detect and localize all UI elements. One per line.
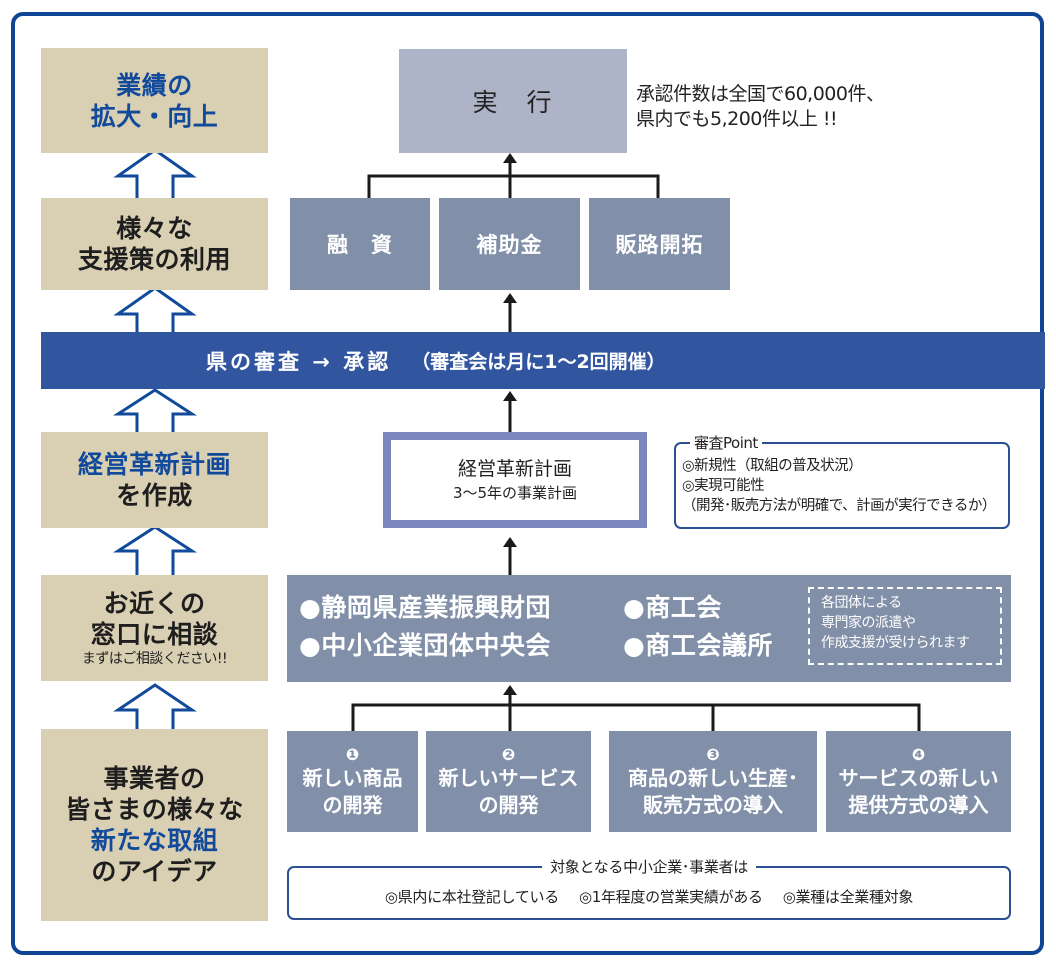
idea-new-production-method: ❸ 商品の新しい生産･ 販売方式の導入 xyxy=(609,731,817,832)
support-subsidy: 補助金 xyxy=(439,198,580,290)
hollow-up-arrow-icon xyxy=(112,525,198,575)
step-line: 様々な xyxy=(116,214,193,243)
number-badge-icon: ❷ xyxy=(501,744,516,764)
note-line: 作成支援が受けられます xyxy=(821,635,970,651)
step-use-support: 様々な 支援策の利用 xyxy=(41,198,268,290)
idea-line: 新しいサービス xyxy=(438,765,579,790)
arrow-head-icon xyxy=(503,153,517,163)
eligibility-condition: ◎県内に本社登記している xyxy=(384,887,559,906)
org-support-note: 各団体による 専門家の派遣や 作成支援が受けられます xyxy=(808,587,1002,665)
number-badge-icon: ❶ xyxy=(345,744,360,764)
org-to-plan-arrow xyxy=(503,537,517,575)
outer-frame xyxy=(11,12,1044,955)
consultation-organizations: ●静岡県産業振興財団 ●中小企業団体中央会 ●商工会 ●商工会議所 各団体による… xyxy=(287,575,1011,682)
review-point-item: ◎実現可能性 xyxy=(682,478,765,494)
idea-line: 商品の新しい生産･ xyxy=(628,765,798,790)
hollow-up-arrow-icon xyxy=(112,388,198,432)
execution-box: 実 行 xyxy=(399,49,627,153)
step-note: まずはご相談ください!! xyxy=(81,651,228,667)
plan-subtitle: 3～5年の事業計画 xyxy=(452,483,578,502)
arrow-head-icon xyxy=(503,293,517,303)
ideas-connector xyxy=(351,685,921,731)
step-line: 支援策の利用 xyxy=(77,245,231,274)
step-create-plan: 経営革新計画 を作成 xyxy=(41,432,268,528)
step-line: 業績の xyxy=(116,70,193,100)
idea-line: 販売方式の導入 xyxy=(643,792,783,817)
support-loan: 融 資 xyxy=(290,198,430,290)
plan-title: 経営革新計画 xyxy=(457,457,572,480)
band-main-text: 県の審査 → 承認 xyxy=(206,349,392,374)
hollow-up-arrow-icon xyxy=(113,286,197,332)
review-approval-band: 県の審査 → 承認 （審査会は月に1～2回開催） xyxy=(41,332,1045,389)
management-innovation-plan-box: 経営革新計画 3～5年の事業計画 xyxy=(383,432,647,528)
idea-line: 提供方式の導入 xyxy=(848,792,989,817)
hollow-up-arrow-icon xyxy=(113,148,197,198)
exec-connector xyxy=(367,153,660,198)
arrow-head-icon xyxy=(503,537,517,547)
note-line: 各団体による xyxy=(821,595,902,611)
step-line: 拡大・向上 xyxy=(90,101,219,131)
step-line: お近くの xyxy=(103,589,206,618)
review-point-item: ◎新規性（取組の普及状況） xyxy=(682,458,863,474)
step-performance-improvement: 業績の 拡大・向上 xyxy=(41,48,268,153)
note-line: 承認件数は全国で60,000件、 xyxy=(636,83,885,105)
step-line: 皆さまの様々な xyxy=(65,795,244,824)
step-line: 経営革新計画 xyxy=(77,450,231,479)
org-item: ●商工会 xyxy=(623,593,722,622)
review-point-item: （開発･販売方法が明確で、計画が実行できるか） xyxy=(682,498,996,514)
note-line: 県内でも5,200件以上 !! xyxy=(636,108,838,130)
idea-line: サービスの新しい xyxy=(838,765,999,790)
step-line: 新たな取組 xyxy=(90,826,219,855)
hollow-up-arrow-icon xyxy=(113,683,197,731)
band-to-support-arrow xyxy=(503,293,517,332)
note-line: 専門家の派遣や xyxy=(821,615,916,631)
approval-count-note: 承認件数は全国で60,000件、 県内でも5,200件以上 !! xyxy=(636,82,885,132)
step-line: 窓口に相談 xyxy=(90,620,219,649)
plan-to-band-arrow xyxy=(503,391,517,432)
org-item: ●中小企業団体中央会 xyxy=(299,631,551,660)
eligibility-legend: 対象となる中小企業･事業者は xyxy=(542,856,756,877)
arrow-head-icon xyxy=(503,685,517,695)
eligibility-box: 対象となる中小企業･事業者は ◎県内に本社登記している ◎1年程度の営業実績があ… xyxy=(287,856,1011,920)
idea-new-product: ❶ 新しい商品 の開発 xyxy=(287,731,418,832)
idea-line: の開発 xyxy=(322,792,383,817)
idea-new-service: ❷ 新しいサービス の開発 xyxy=(426,731,591,832)
org-item: ●商工会議所 xyxy=(623,631,773,660)
org-item: ●静岡県産業振興財団 xyxy=(299,593,551,622)
number-badge-icon: ❸ xyxy=(706,744,720,764)
step-line: 事業者の xyxy=(103,764,206,793)
review-points-box: 審査Point ◎新規性（取組の普及状況） ◎実現可能性 （開発･販売方法が明確… xyxy=(674,433,1010,529)
band-sub-text: （審査会は月に1～2回開催） xyxy=(411,351,666,373)
eligibility-condition: ◎業種は全業種対象 xyxy=(782,887,914,906)
idea-line: の開発 xyxy=(478,792,539,817)
idea-line: 新しい商品 xyxy=(302,765,403,790)
step-line: を作成 xyxy=(116,481,193,510)
step-line: のアイデア xyxy=(91,857,218,886)
eligibility-condition: ◎1年程度の営業実績がある xyxy=(578,887,763,906)
step-ideas: 事業者の 皆さまの様々な 新たな取組 のアイデア xyxy=(41,729,268,921)
step-consult: お近くの 窓口に相談 まずはご相談ください!! xyxy=(41,575,268,681)
idea-new-service-delivery: ❹ サービスの新しい 提供方式の導入 xyxy=(826,731,1011,832)
number-badge-icon: ❹ xyxy=(911,744,926,764)
support-market-development: 販路開拓 xyxy=(589,198,730,290)
review-points-legend: 審査Point xyxy=(690,433,762,453)
arrow-head-icon xyxy=(503,391,517,401)
